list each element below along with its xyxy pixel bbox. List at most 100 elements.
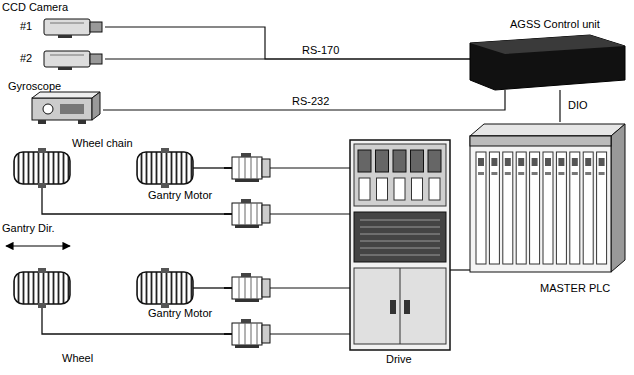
drawing-part: [412, 178, 423, 200]
camera: CCD Camera#1: [20, 16, 105, 38]
drawing-part: [38, 120, 46, 124]
node-label: AGSS Control unit: [510, 18, 600, 31]
drawing-part: [42, 308, 224, 334]
drawing-part: [489, 152, 499, 264]
drawing-part: [572, 172, 578, 175]
signal-line: [105, 58, 470, 59]
drawing-part: [470, 136, 611, 146]
drawing-part: [42, 188, 224, 214]
wheel: [14, 268, 70, 308]
drawing-part: [503, 152, 513, 264]
drawing-part: [390, 300, 396, 314]
drawing-part: [404, 300, 410, 314]
drawing-part: [470, 35, 625, 90]
drawing-part: [532, 158, 538, 166]
plc-rack-shape: [470, 122, 625, 300]
drawing-part: [556, 152, 566, 264]
part-label: Gantry Motor: [148, 307, 212, 320]
signal-label: RS-232: [290, 95, 331, 108]
wheel-chain: [42, 168, 224, 334]
drawing-part: [354, 212, 446, 262]
drawing-part: [478, 158, 484, 166]
drawing-part: [50, 23, 84, 24]
drawing-part: [516, 152, 526, 264]
signal-label: DIO: [566, 99, 590, 112]
drawing-part: [393, 150, 406, 172]
drive-cabinet: Drive: [350, 140, 450, 368]
drawing-part: [491, 172, 497, 175]
plc-rack: MASTER PLC: [470, 122, 625, 300]
drawing-part: [518, 158, 524, 166]
drawing-part: [193, 287, 224, 288]
drawing-part: [90, 22, 102, 32]
drawing-part: [270, 288, 350, 289]
drawing-part: [270, 214, 350, 215]
drawing-part: [90, 54, 102, 64]
signal-line: [559, 90, 560, 122]
motor-wire: [270, 168, 350, 334]
drawing-part: [354, 144, 446, 206]
drawing-part: [545, 172, 551, 175]
drawing-part: [92, 92, 100, 120]
wheel: [14, 148, 70, 188]
drawing-part: [360, 248, 440, 249]
drawing-part: [359, 178, 370, 200]
node-label: Gyroscope: [8, 80, 61, 93]
drawing-part: [518, 172, 524, 175]
drawing-part: [32, 98, 92, 120]
drawing-part: [137, 148, 193, 188]
drawing-part: [14, 148, 70, 188]
part-label: Wheel: [62, 352, 93, 365]
part-label: Gantry Motor: [148, 189, 212, 202]
wheel: [137, 148, 193, 188]
drawing-part: [558, 172, 564, 175]
drawing-part: [470, 136, 611, 272]
drawing-part: [376, 150, 389, 172]
drawing-part: [358, 150, 371, 172]
direction-arrow: [6, 245, 70, 246]
drawing-part: [354, 268, 446, 344]
drawing-part: [60, 104, 84, 114]
gantry-motor: [224, 273, 270, 302]
drawing-part: [32, 92, 100, 98]
node-label: CCD Camera: [2, 1, 68, 14]
drawing-part: [377, 178, 388, 200]
drawing-part: [224, 273, 270, 302]
drawing-part: [505, 158, 511, 166]
drawing-part: [543, 152, 553, 264]
drawing-part: [532, 172, 538, 175]
gantry-motor: [224, 153, 270, 182]
drawing-part: [350, 140, 450, 350]
drawing-part: [224, 153, 270, 182]
gyroscope: Gyroscope: [8, 80, 103, 125]
node-label: #1: [20, 20, 32, 33]
camera: #2: [20, 48, 105, 70]
drawing-part: [570, 152, 580, 264]
drawing-part: [476, 152, 486, 264]
wheel: [137, 268, 193, 308]
node-label: #2: [20, 52, 32, 65]
drive-cabinet-shape: [350, 140, 450, 368]
drawing-part: [611, 124, 625, 272]
drawing-part: [478, 172, 484, 175]
drawing-part: [470, 35, 625, 54]
drawing-part: [44, 51, 90, 67]
drawing-part: [360, 234, 440, 235]
drawing-part: [411, 150, 424, 172]
signal-label: RS-170: [300, 44, 341, 57]
drawing-part: [597, 152, 607, 264]
drawing-part: [193, 167, 224, 168]
drawing-part: [270, 168, 350, 169]
drawing-part: [583, 152, 593, 264]
drawing-part: [360, 220, 440, 221]
drawing-part: [572, 158, 578, 166]
part-label: Wheel chain: [72, 137, 133, 150]
signal-line: [450, 269, 470, 270]
signal-line: [105, 27, 470, 59]
drawing-part: [224, 199, 270, 228]
drawing-part: [270, 334, 350, 335]
drawing-part: [558, 158, 564, 166]
gantry-motor: [224, 319, 270, 348]
drawing-part: [470, 124, 625, 136]
